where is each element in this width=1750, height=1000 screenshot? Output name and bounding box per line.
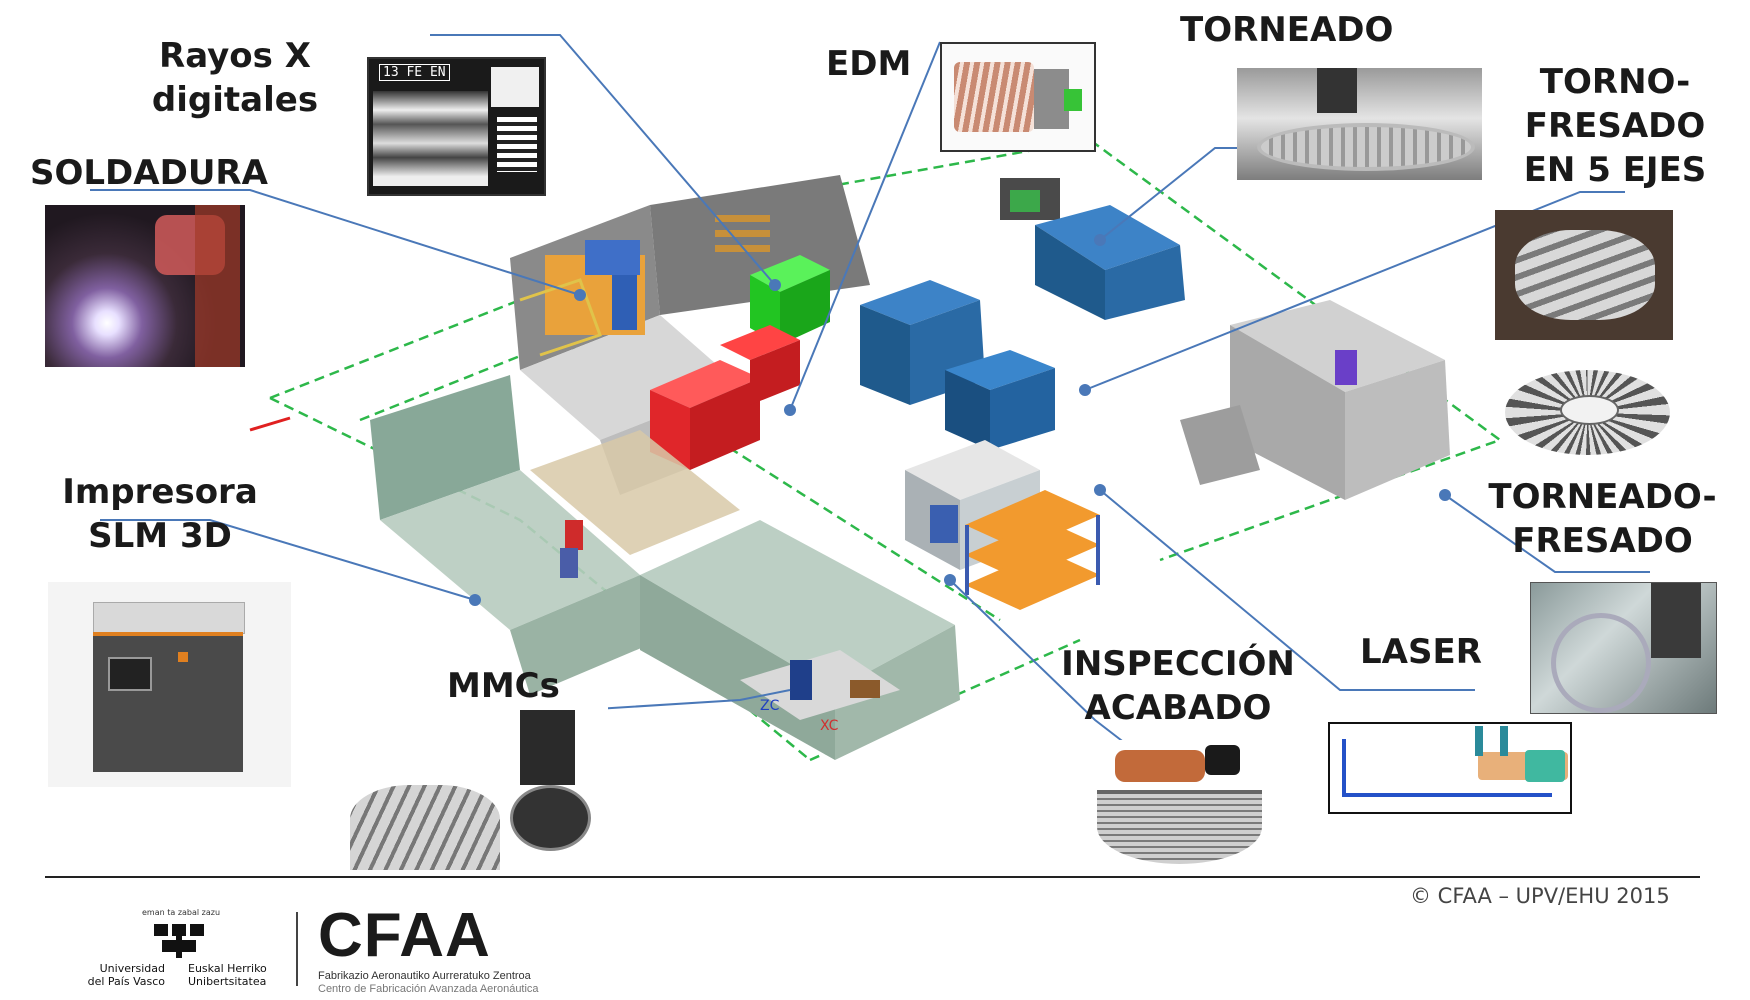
cfaa-subtitle-eu: Fabrikazio Aeronautiko Aurreratuko Zentr… <box>318 970 531 982</box>
welding-photo <box>45 205 245 367</box>
upv-eu-line1: Euskal Herriko <box>188 962 267 975</box>
cfaa-logo: CFAA <box>318 904 491 968</box>
turning-photo <box>1237 68 1482 180</box>
callout-lines <box>90 34 1650 748</box>
cmm-probe-photo <box>350 705 608 870</box>
label-mmcs: MMCs <box>447 666 560 706</box>
label-laser: LASER <box>1360 632 1482 672</box>
turning-machine-torneado <box>1000 178 1185 320</box>
welding-robot-cell <box>519 240 645 357</box>
five-axis-machine <box>1180 300 1450 500</box>
printer-room <box>370 375 740 695</box>
label-rayos-x-line2: digitales <box>151 80 319 120</box>
label-rayos-x-line1: Rayos X <box>159 36 311 76</box>
label-impresora-line1: Impresora <box>62 472 258 512</box>
label-impresora-slm: Impresora SLM 3D <box>60 470 260 558</box>
upv-tree-icon <box>154 924 204 958</box>
blisk-photo <box>1490 360 1685 465</box>
label-impresora-line2: SLM 3D <box>88 516 232 556</box>
xray-screenshot: 13 FE EN <box>367 57 546 196</box>
turning-machines-blue <box>860 280 1055 450</box>
xray-screen-label: 13 FE EN <box>379 64 450 81</box>
upv-es-line2: del País Vasco <box>87 975 165 988</box>
copyright-text: © CFAA – UPV/EHU 2015 <box>1410 884 1670 908</box>
label-torno-fresado-line3: EN 5 EJES <box>1523 150 1707 190</box>
five-axis-part-photo <box>1495 210 1673 340</box>
orange-shelving <box>965 490 1100 610</box>
label-inspeccion-acabado: INSPECCIÓN ACABADO <box>1058 642 1298 730</box>
label-torneado-fresado: TORNEADO- FRESADO <box>1480 475 1725 563</box>
logo-separator <box>296 912 298 986</box>
cfaa-subtitle-es: Centro de Fabricación Avanzada Aeronáuti… <box>318 983 539 995</box>
label-edm: EDM <box>826 44 912 84</box>
label-torno-fresado-line2: FRESADO <box>1524 106 1706 146</box>
red-axis-marker <box>249 416 291 432</box>
label-inspeccion-line1: INSPECCIÓN <box>1061 644 1295 684</box>
cfaa-logo-text: CFAA <box>318 901 491 970</box>
svg-text:XC: XC <box>820 718 839 734</box>
label-torneado: TORNEADO <box>1180 10 1394 50</box>
label-torno-fresado-line1: TORNO- <box>1539 62 1691 102</box>
upv-es-line1: Universidad <box>99 962 165 975</box>
upv-ehu-logo: eman ta zabal zazu Universidad del País … <box>80 908 280 988</box>
footer-divider <box>45 876 1700 878</box>
edm-machine-red <box>650 325 800 470</box>
upv-eu-line2: Unibertsitatea <box>188 975 267 988</box>
mmc-room <box>640 520 960 760</box>
label-torno-fresado-5-ejes: TORNO- FRESADO EN 5 EJES <box>1505 60 1725 192</box>
label-torneado-fresado-line2: FRESADO <box>1512 521 1693 561</box>
finishing-robot-photo <box>1085 740 1275 870</box>
label-inspeccion-line2: ACABADO <box>1084 688 1272 728</box>
slm-printer-photo <box>48 582 291 787</box>
upv-motto: eman ta zabal zazu <box>142 908 221 917</box>
upv-name-es: Universidad del País Vasco <box>80 962 165 988</box>
label-soldadura: SOLDADURA <box>30 153 268 193</box>
callout-dots <box>469 234 1451 606</box>
label-torneado-fresado-line1: TORNEADO- <box>1488 477 1717 517</box>
edm-part-image <box>940 42 1096 152</box>
svg-text:ZC: ZC <box>760 698 780 714</box>
upv-name-eu: Euskal Herriko Unibertsitatea <box>188 962 267 988</box>
label-rayos-x: Rayos X digitales <box>140 34 330 122</box>
turn-mill-photo <box>1530 582 1717 714</box>
laser-diagram <box>1328 722 1572 814</box>
